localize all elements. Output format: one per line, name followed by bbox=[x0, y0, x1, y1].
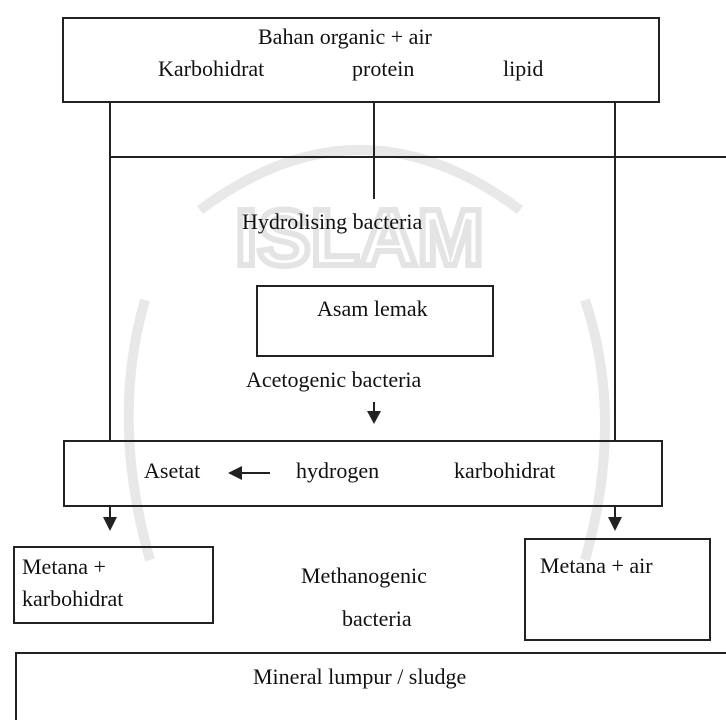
down-arrow-left-output-icon bbox=[103, 507, 117, 531]
right-output-box bbox=[524, 538, 711, 641]
down-arrow-acetogenic-icon bbox=[367, 402, 381, 424]
left-output-line1: Metana + bbox=[22, 554, 106, 579]
acid-box bbox=[256, 285, 494, 357]
center-vertical-line bbox=[373, 103, 375, 199]
left-output-line2: karbohidrat bbox=[22, 586, 124, 611]
top-box-item-lipid: lipid bbox=[503, 56, 544, 81]
middle-box-item-carbohydrate: karbohidrat bbox=[454, 458, 556, 483]
methanogenesis-line2: bacteria bbox=[342, 606, 412, 631]
acid-box-label: Asam lemak bbox=[317, 296, 428, 321]
top-box-item-carbohydrate: Karbohidrat bbox=[158, 56, 265, 81]
top-box bbox=[62, 17, 660, 103]
hydrolysis-label: Hydrolising bacteria bbox=[242, 209, 423, 234]
top-box-item-protein: protein bbox=[352, 56, 415, 81]
left-output-box bbox=[13, 546, 214, 624]
middle-box-item-acetate: Asetat bbox=[144, 458, 201, 483]
left-vertical-line bbox=[109, 103, 111, 441]
horizontal-connector-line bbox=[109, 156, 726, 158]
top-box-title: Bahan organic + air bbox=[258, 24, 432, 49]
acetogenesis-label: Acetogenic bacteria bbox=[246, 367, 422, 392]
down-arrow-right-output-icon bbox=[608, 507, 622, 531]
bottom-box bbox=[15, 652, 726, 720]
methanogenesis-line1: Methanogenic bbox=[301, 563, 427, 588]
right-output-label: Metana + air bbox=[540, 553, 653, 578]
left-arrow-hydrogen-icon bbox=[228, 466, 270, 480]
middle-box bbox=[63, 440, 663, 507]
bottom-box-label: Mineral lumpur / sludge bbox=[253, 664, 467, 689]
middle-box-item-hydrogen: hydrogen bbox=[296, 458, 380, 483]
right-vertical-line bbox=[614, 103, 616, 440]
